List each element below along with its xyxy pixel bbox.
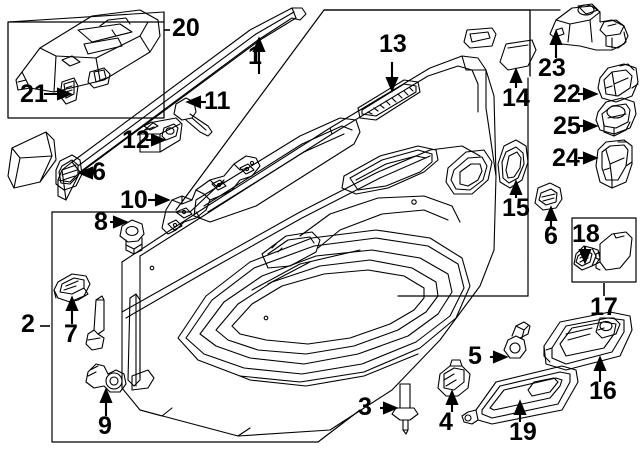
panel-group-lower-right <box>527 77 529 263</box>
art-part-5 <box>503 321 531 359</box>
callout-16[interactable]: 16 <box>589 377 617 405</box>
art-part-4 <box>437 359 471 397</box>
callout-18[interactable]: 18 <box>572 220 600 248</box>
art-part-6-upper <box>55 154 83 191</box>
panel-group-bottom <box>397 261 529 297</box>
art-part-17 <box>595 231 633 271</box>
callout-5[interactable]: 5 <box>468 342 482 370</box>
callout-6-lower[interactable]: 6 <box>544 222 558 250</box>
art-part-3 <box>391 383 419 435</box>
art-part-16 <box>543 311 633 371</box>
art-door-trim-panel <box>121 55 497 437</box>
callout-25[interactable]: 25 <box>553 112 581 140</box>
art-part-14 <box>463 27 537 71</box>
art-part-15 <box>497 139 529 189</box>
art-part-8 <box>119 219 145 255</box>
callout-14[interactable]: 14 <box>502 84 530 112</box>
art-part-12 <box>139 117 183 153</box>
callout-22[interactable]: 22 <box>553 80 581 108</box>
callout-12[interactable]: 12 <box>122 126 150 154</box>
callout-7[interactable]: 7 <box>64 320 78 348</box>
art-part-22 <box>597 63 639 103</box>
callout-15[interactable]: 15 <box>502 194 530 222</box>
art-part-25 <box>595 97 637 137</box>
group-box-17 <box>571 217 637 283</box>
callout-4[interactable]: 4 <box>439 408 453 436</box>
art-part-23 <box>549 3 629 51</box>
callout-10[interactable]: 10 <box>120 186 148 214</box>
callout-8[interactable]: 8 <box>94 208 108 236</box>
callout-17[interactable]: 17 <box>590 293 618 321</box>
callout-24[interactable]: 24 <box>552 144 580 172</box>
leader-lines <box>40 29 607 422</box>
art-part-19 <box>461 365 579 425</box>
callout-6-upper[interactable]: 6 <box>92 158 106 186</box>
callout-20[interactable]: 20 <box>172 14 200 42</box>
callout-13[interactable]: 13 <box>379 30 407 58</box>
art-part-9 <box>85 363 127 393</box>
art-part-24 <box>595 139 633 189</box>
callout-2[interactable]: 2 <box>21 310 35 338</box>
callout-1[interactable]: 1 <box>248 42 262 70</box>
callout-3[interactable]: 3 <box>358 393 372 421</box>
art-part-13 <box>357 79 421 121</box>
callout-21[interactable]: 21 <box>20 80 48 108</box>
callout-9[interactable]: 9 <box>98 412 112 440</box>
callout-11[interactable]: 11 <box>204 87 231 115</box>
art-part-10 <box>161 155 261 235</box>
art-part-6-lower <box>534 182 563 211</box>
callout-23[interactable]: 23 <box>538 54 566 82</box>
callout-19[interactable]: 19 <box>509 418 537 446</box>
art-pin-fastener-small <box>85 295 105 351</box>
art-part-11 <box>173 97 213 137</box>
